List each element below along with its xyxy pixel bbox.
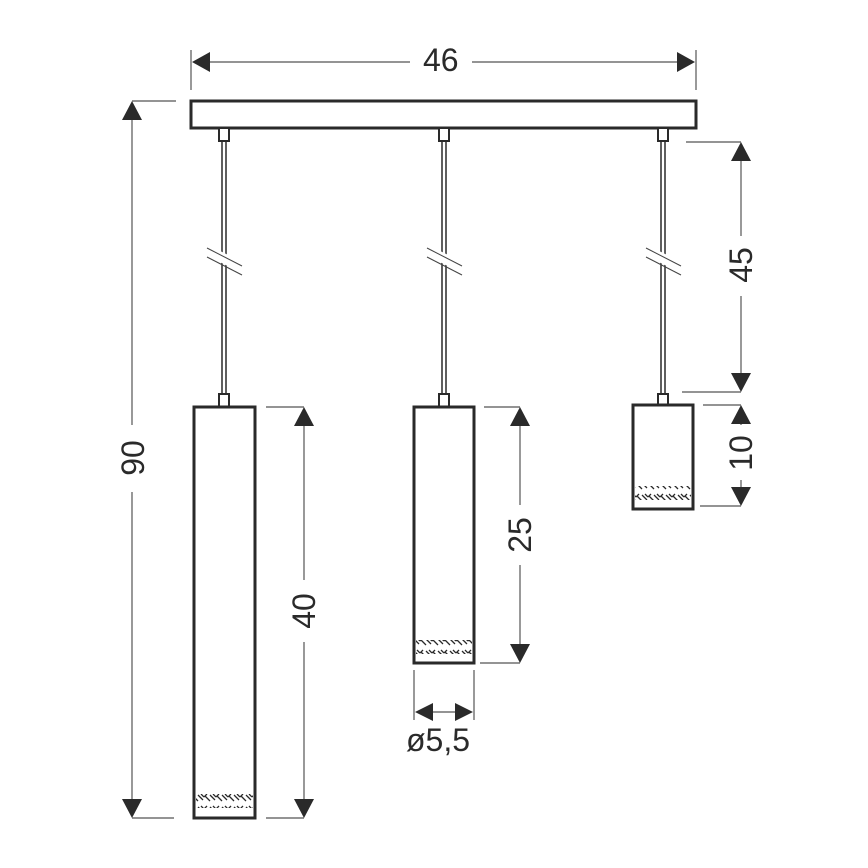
canopy xyxy=(189,99,698,130)
right-shade-height-label: 10 xyxy=(723,435,759,471)
pendant-middle xyxy=(412,127,476,665)
middle-shade-height-dimension xyxy=(480,406,530,664)
canopy-width-label: 46 xyxy=(423,42,459,78)
right-shade-height-dimension xyxy=(700,404,751,507)
diameter-dimension xyxy=(413,670,475,721)
middle-shade-height-label: 25 xyxy=(502,517,538,553)
cable-length-label: 45 xyxy=(723,247,759,283)
pendant-left xyxy=(192,127,257,820)
width-dimension xyxy=(190,50,697,90)
shade-diameter-label: ø5,5 xyxy=(406,722,471,758)
total-height-label: 90 xyxy=(115,440,151,476)
left-shade-height-label: 40 xyxy=(286,593,322,629)
cable-length-dimension xyxy=(682,141,751,393)
pendant-right xyxy=(631,127,695,511)
total-height-dimension xyxy=(122,100,176,819)
left-shade-height-dimension xyxy=(266,406,314,819)
